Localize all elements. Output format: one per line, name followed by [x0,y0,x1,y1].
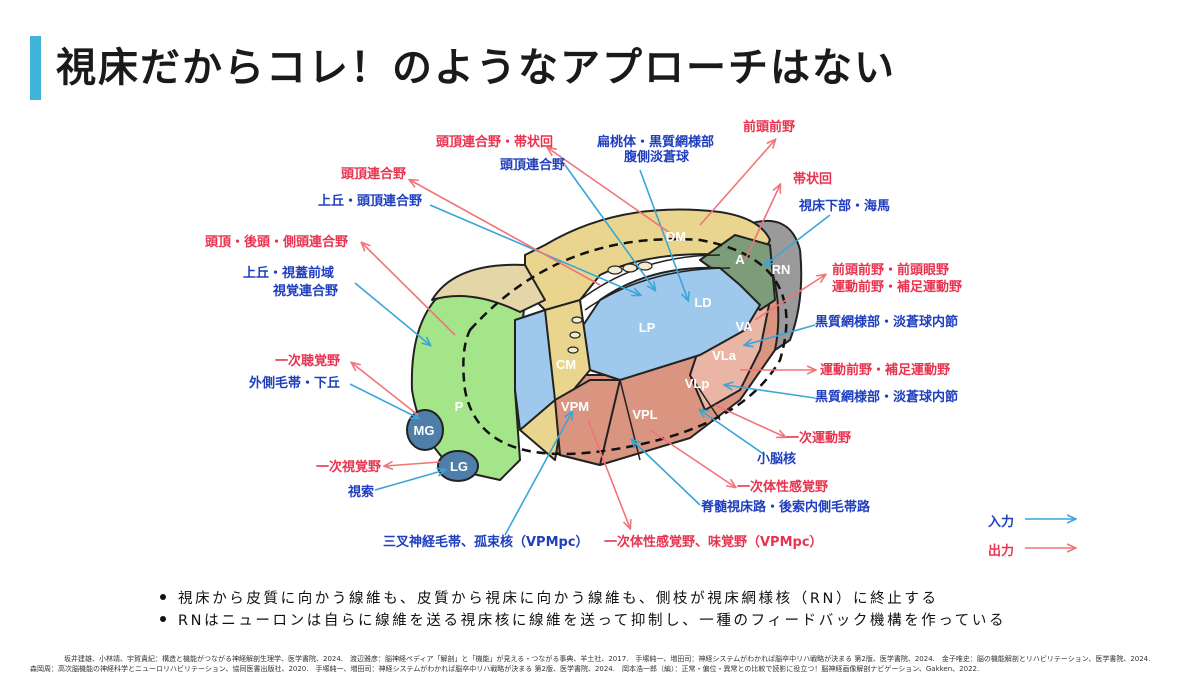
label-vlp: VLp [685,376,710,391]
nucleus-mg-region [406,409,444,451]
label-lg: LG [450,459,468,474]
bullet-dot [160,594,166,600]
nucleus-vpm-region [554,379,621,466]
page-title: 視床だからコレ！のようなアプローチはない [56,45,896,91]
label-ichiji-taisei: 一次体性感覚野 [737,480,829,495]
arrow-out-ichiji-undo [714,404,785,437]
label-vla: VLa [712,348,737,363]
label-a: A [735,252,745,267]
bullet-dot [160,616,166,622]
label-ichiji-shikaku: 一次視覚野 [316,460,382,475]
arrow-in-hentou [639,169,688,300]
label-sansa: 三叉神経毛帯、孤束核（VPMpc） [383,535,589,550]
label-hentou-2: 腹側淡蒼球 [624,150,690,165]
nucleus-lg-region [437,450,479,482]
bullet-item: 視床から皮質に向かう線維も、皮質から視床に向かう線維も、側枝が視床網様核（RN）… [160,588,1006,610]
label-taijo: 帯状回 [793,172,833,187]
legend-output-label: 出力 [988,544,1015,559]
label-cm: CM [556,357,576,372]
arrow-out-toucho [410,180,601,286]
label-dm: DM [666,229,686,244]
arrow-out-toucho-kotou [362,243,456,336]
arrow-in-sekizui [632,440,701,506]
label-shounou: 小脳核 [757,452,797,467]
label-vpm: VPM [561,399,589,414]
label-shishoka: 視床下部・海馬 [799,199,891,214]
arrow-in-shounou [700,410,766,456]
label-toucho: 頭頂連合野 [341,167,407,182]
arrow-out-toucho-taijo [548,148,681,241]
arrow-in-toucho2 [564,164,655,290]
arrow-out-ichiji-taisei [649,429,735,487]
label-toucho-taijo: 頭頂連合野・帯状回 [436,135,554,150]
nucleus-p-region [410,283,526,481]
label-kokushitsu-1: 黒質網様部・淡蒼球内節 [815,315,959,330]
label-mg: MG [414,423,435,438]
arrow-in-gaisoku [349,383,418,418]
arrow-in-jokyu-toucho [429,204,640,295]
label-gaisoku: 外側毛帯・下丘 [249,376,341,391]
posterior-cap [431,263,546,313]
title-accent-bar [30,36,41,100]
arrow-out-zentou-ganya [754,275,825,321]
label-shikaku-rengou: 視覚連合野 [273,284,339,299]
arrow-in-kokushitsu1 [745,324,816,345]
arrow-out-ichiji-mikaku [587,419,630,528]
label-sekizui: 脊髄視床路・後索内側毛帯路 [701,500,871,515]
label-ichiji-chokaku: 一次聴覚野 [275,354,341,369]
label-undo-zen: 運動前野・補足運動野 [832,280,963,295]
label-hentou: 扁桃体・黒質網様部 [597,135,715,150]
nucleus-lp-region [579,266,761,381]
arrow-out-taijo [744,185,780,261]
arrow-in-jokyu-shikaku [354,282,430,345]
label-undo-zen-2: 運動前野・補足運動野 [820,363,951,378]
label-rn: RN [772,262,791,277]
legend-input-label: 入力 [988,515,1015,530]
arrow-out-ichiji-chokaku [352,363,419,416]
reference-line: 森岡周：高次脳機能の神経科学とニューロリハビリテーション、協同医書出版社、202… [30,665,980,673]
label-lp: LP [639,320,656,335]
label-kokushitsu-2: 黒質網様部・淡蒼球内節 [815,390,959,405]
arrow-out-ichiji-shikaku [385,462,441,466]
label-ichiji-undo: 一次運動野 [786,431,852,446]
label-shisaku: 視索 [348,485,375,500]
label-jokyu-toucho: 上丘・頭頂連合野 [318,194,423,209]
label-va: VA [735,319,753,334]
label-vpl: VPL [632,407,657,422]
bullet-list: 視床から皮質に向かう線維も、皮質から視床に向かう線維も、側枝が視床網様核（RN）… [160,588,1006,632]
bullet-item: RNはニューロンは自らに線維を送る視床核に線維を送って抑制し、一種のフィードバッ… [160,610,1006,632]
reference-line: 坂井建雄、小林靖、宇賀貴紀：構造と機能がつながる神経解剖生理学、医学書院、202… [64,655,1151,663]
label-zentou-ganya: 前頭前野・前頭眼野 [832,263,950,278]
label-ld: LD [694,295,711,310]
arrow-in-kokushitsu2 [725,385,816,399]
label-zentou: 前頭前野 [743,120,796,135]
nucleus-blue-strip [514,309,556,431]
label-toucho-kotou: 頭頂・後頭・側頭連合野 [205,235,349,250]
arrow-in-sansa [504,412,572,536]
label-jokyu-shikaku: 上丘・視蓋前域 [243,266,335,281]
arrow-out-zentou [699,140,775,226]
label-p: P [455,399,464,414]
arrow-in-shisaku [374,470,445,491]
label-toucho-2: 頭頂連合野 [500,158,566,173]
label-ichiji-mikaku: 一次体性感覚野、味覚野（VPMpc） [604,535,823,550]
arrow-in-shishoka [765,214,831,265]
